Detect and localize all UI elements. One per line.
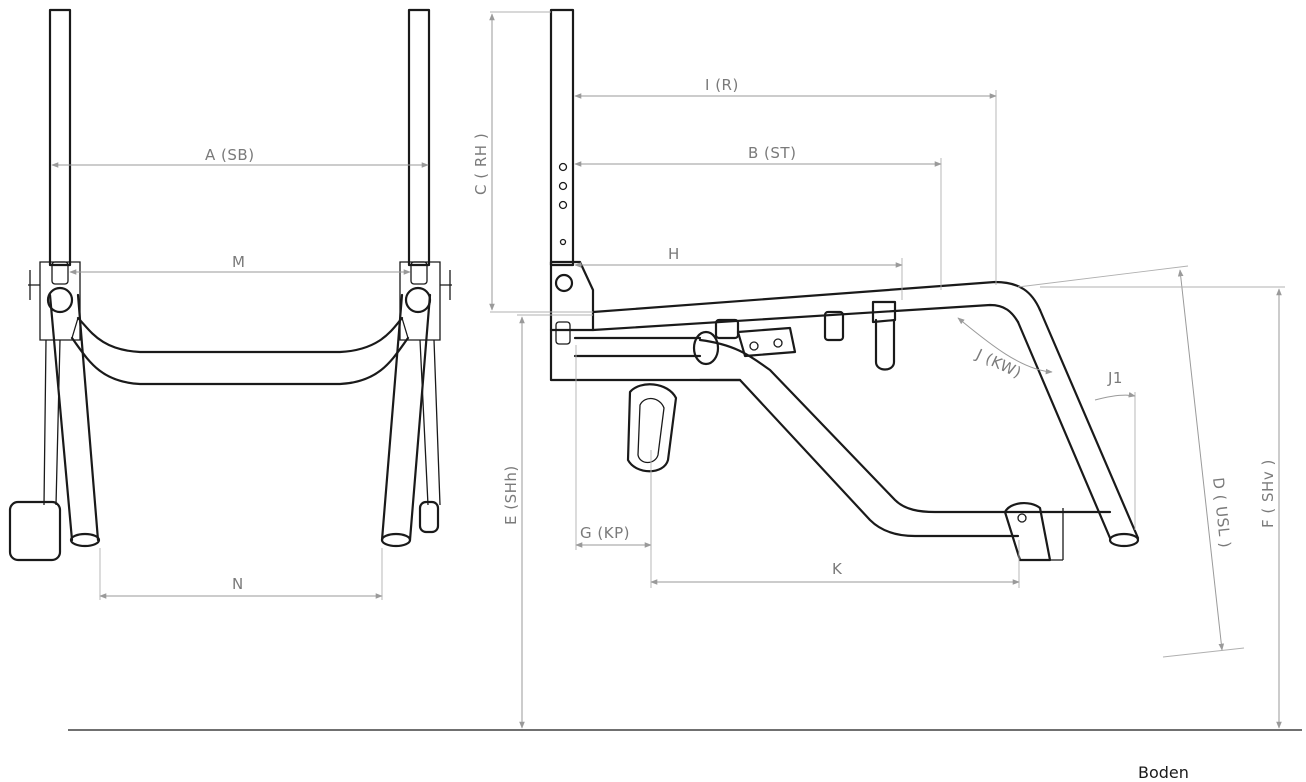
left-rear-brace bbox=[43, 339, 61, 506]
label-i: I (R) bbox=[705, 76, 739, 94]
label-j1: J1 bbox=[1107, 369, 1123, 387]
side-base-frame bbox=[549, 328, 742, 382]
label-n: N bbox=[232, 575, 244, 593]
seat-plate bbox=[736, 326, 797, 358]
label-f: F ( SHv ) bbox=[1259, 459, 1277, 528]
caster-housing bbox=[1003, 502, 1052, 562]
left-front-leg bbox=[48, 293, 100, 542]
lower-frame-top bbox=[698, 338, 1112, 514]
front-down-tube bbox=[1016, 308, 1140, 540]
side-footplate bbox=[626, 383, 678, 473]
right-front-leg bbox=[380, 293, 432, 542]
label-b: B (ST) bbox=[748, 144, 796, 162]
front-view: A (SB) M N bbox=[8, 8, 452, 600]
seat-tube-bottom bbox=[591, 303, 1020, 332]
seat-cross-tube-top bbox=[76, 316, 404, 354]
ground-label: Boden bbox=[1138, 763, 1189, 782]
lower-frame-bottom bbox=[698, 378, 1020, 538]
left-back-post bbox=[48, 8, 72, 267]
label-m: M bbox=[232, 253, 245, 271]
label-g: G (KP) bbox=[580, 524, 630, 542]
label-a: A (SB) bbox=[205, 146, 255, 164]
label-c: C ( RH ) bbox=[472, 133, 490, 195]
label-j: J (KW) bbox=[972, 345, 1024, 382]
side-view: C ( RH ) I (R) B (ST) H J (KW) J1 E (SHh… bbox=[472, 8, 1285, 729]
label-e: E (SHh) bbox=[502, 465, 520, 525]
left-footplate-block bbox=[8, 500, 62, 562]
label-d: D ( USL ) bbox=[1209, 477, 1234, 549]
side-back-bracket bbox=[549, 260, 595, 332]
label-h: H bbox=[668, 245, 680, 263]
seat-cross-tube-bottom bbox=[70, 336, 410, 386]
seat-tube-top bbox=[591, 280, 1042, 314]
right-seat-bracket bbox=[399, 261, 452, 341]
label-k: K bbox=[832, 560, 843, 578]
side-back-post bbox=[549, 8, 575, 267]
right-back-post bbox=[407, 8, 431, 267]
